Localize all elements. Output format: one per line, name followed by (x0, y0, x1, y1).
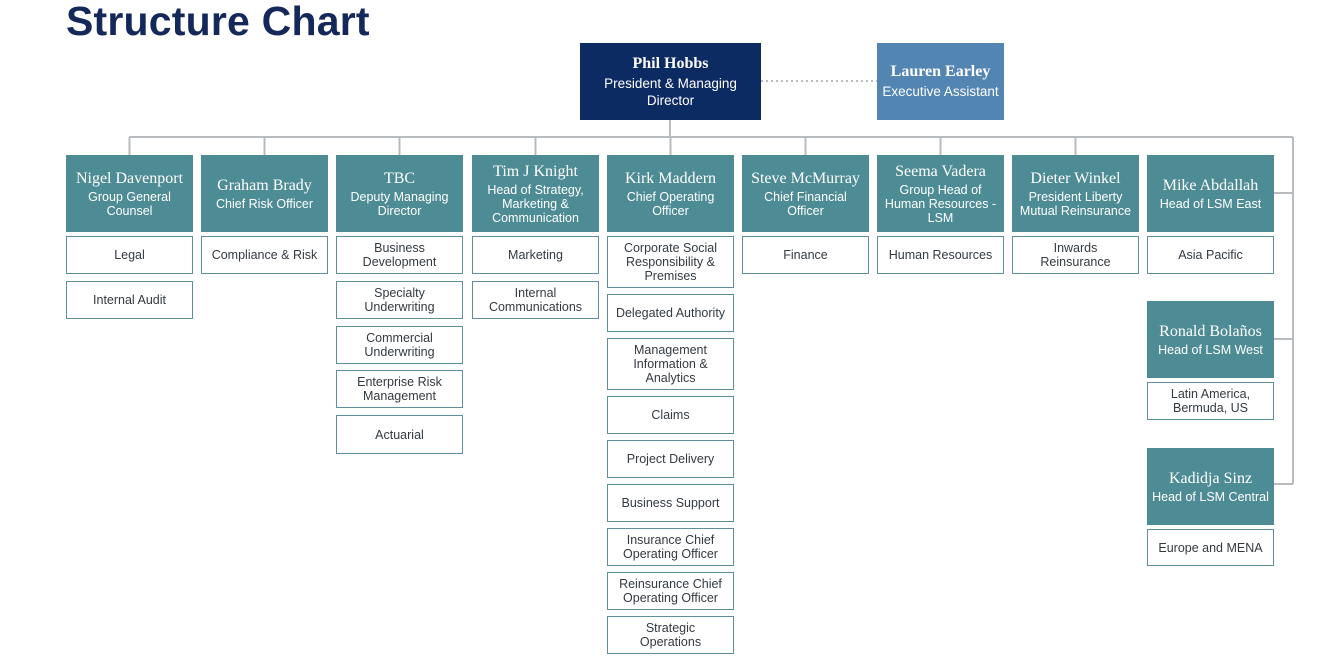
dept-box-insurance-chief-operating-officer[interactable]: Insurance Chief Operating Officer (607, 528, 734, 566)
dept-box-business-support[interactable]: Business Support (607, 484, 734, 522)
dept-box-internal-communications[interactable]: Internal Communications (472, 281, 599, 319)
head-role: Head of LSM Central (1152, 489, 1269, 504)
dept-box-marketing[interactable]: Marketing (472, 236, 599, 274)
dept-box-specialty-underwriting[interactable]: Specialty Underwriting (336, 281, 463, 319)
president-name: Phil Hobbs (632, 54, 709, 72)
assistant-box[interactable]: Lauren Earley Executive Assistant (877, 43, 1004, 120)
dept-box-enterprise-risk-management[interactable]: Enterprise Risk Management (336, 370, 463, 408)
dept-box-strategic-operations[interactable]: Strategic Operations (607, 616, 734, 654)
dept-box-project-delivery[interactable]: Project Delivery (607, 440, 734, 478)
assistant-role: Executive Assistant (882, 84, 999, 99)
head-name: Mike Abdallah (1162, 176, 1259, 194)
president-role: President & Managing Director (604, 75, 737, 108)
dept-box-compliance-risk[interactable]: Compliance & Risk (201, 236, 328, 274)
head-box-tbc[interactable]: TBC Deputy Managing Director (336, 155, 463, 232)
dept-box-corporate-social-responsibility-premises[interactable]: Corporate Social Responsibility & Premis… (607, 236, 734, 288)
head-name: Steve McMurray (751, 169, 860, 187)
head-role: Group General Counsel (88, 189, 171, 218)
head-name: Tim J Knight (493, 162, 578, 180)
dept-box-inwards-reinsurance[interactable]: Inwards Reinsurance (1012, 236, 1139, 274)
dept-box-claims[interactable]: Claims (607, 396, 734, 434)
page-title: Structure Chart (66, 0, 370, 44)
dept-box-legal[interactable]: Legal (66, 236, 193, 274)
head-name: Seema Vadera (895, 162, 986, 180)
head-role: President Liberty Mutual Reinsurance (1019, 189, 1132, 218)
head-role: Chief Financial Officer (764, 189, 847, 218)
head-name: Kirk Maddern (624, 169, 717, 187)
head-role: Head of LSM West (1158, 342, 1263, 357)
head-name: Nigel Davenport (75, 169, 184, 187)
head-name: Dieter Winkel (1030, 169, 1121, 187)
dept-box-management-information-analytics[interactable]: Management Information & Analytics (607, 338, 734, 390)
dept-box-finance[interactable]: Finance (742, 236, 869, 274)
dept-box-asia-pacific[interactable]: Asia Pacific (1147, 236, 1274, 274)
head-role: Group Head of Human Resources - LSM (884, 182, 997, 225)
dept-box-reinsurance-chief-operating-officer[interactable]: Reinsurance Chief Operating Officer (607, 572, 734, 610)
dept-box-human-resources[interactable]: Human Resources (877, 236, 1004, 274)
head-name: TBC (383, 169, 416, 187)
assistant-name: Lauren Earley (890, 63, 991, 80)
dept-box-business-development[interactable]: Business Development (336, 236, 463, 274)
head-role: Deputy Managing Director (350, 189, 449, 218)
head-role: Head of LSM East (1159, 196, 1262, 211)
president-box[interactable]: Phil Hobbs President & Managing Director (580, 43, 761, 120)
head-name: Ronald Bolaños (1159, 322, 1262, 340)
head-role: Chief Operating Officer (626, 189, 715, 218)
dept-box-commercial-underwriting[interactable]: Commercial Underwriting (336, 326, 463, 364)
head-name: Graham Brady (217, 176, 312, 194)
dept-box-europe-and-mena[interactable]: Europe and MENA (1147, 529, 1274, 566)
dept-box-latin-america-bermuda-us[interactable]: Latin America, Bermuda, US (1147, 382, 1274, 420)
dept-box-internal-audit[interactable]: Internal Audit (66, 281, 193, 319)
head-role: Head of Strategy, Marketing & Communicat… (487, 182, 584, 225)
dept-box-delegated-authority[interactable]: Delegated Authority (607, 294, 734, 332)
head-name: Kadidja Sinz (1168, 469, 1253, 487)
head-role: Chief Risk Officer (215, 196, 313, 211)
dept-box-actuarial[interactable]: Actuarial (336, 415, 463, 454)
